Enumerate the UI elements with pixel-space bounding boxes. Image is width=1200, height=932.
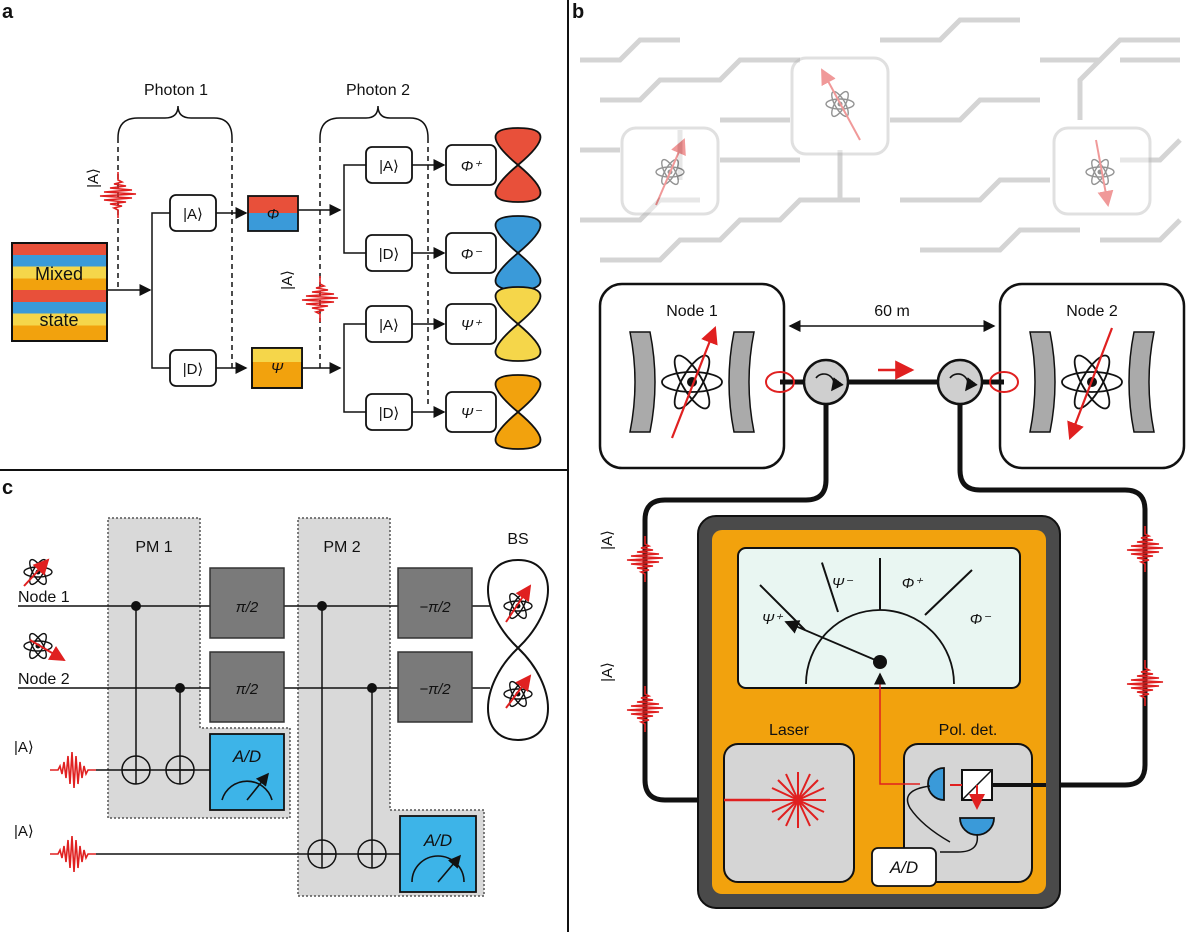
panel-a: Mixed state Photon 1 Photon 2 |A⟩ |A⟩ |A…: [11, 82, 542, 450]
lobe-phi-minus: [494, 215, 542, 291]
mixed-state-box: [11, 242, 108, 342]
phi-box-label: Φ: [267, 206, 280, 223]
faded-node-right: [1052, 126, 1152, 216]
projector-a-3-label: |A⟩: [379, 317, 399, 334]
output-phi-minus-label: Φ⁻: [461, 246, 483, 263]
circulator-2-icon: [936, 358, 984, 406]
mirror-left-icon: [1029, 331, 1056, 433]
panel-c: PM 1 PM 2 BS Node 1 Node 2 |A⟩ |A⟩ π/2: [14, 517, 549, 897]
fiber-ket-label-2: |A⟩: [599, 662, 616, 682]
projector-d-1-label: |D⟩: [183, 361, 204, 378]
node-1-label: Node 1: [666, 303, 718, 320]
output-psi-minus-label: Ψ⁻: [461, 405, 482, 422]
laser-box: [723, 743, 855, 883]
photon1-wave: [99, 171, 137, 219]
gate-pi2-2: [209, 651, 285, 723]
ad-meter-1: [209, 733, 285, 811]
ad-label: A/D: [889, 858, 918, 877]
photon1-label: Photon 1: [144, 82, 208, 99]
gate-mpi2-2: [397, 651, 473, 723]
mixed-state-label-1: Mixed: [35, 264, 83, 284]
panel-b: Node 1 Node 2 60 m: [580, 17, 1186, 909]
mirror-right-icon: [1128, 331, 1155, 433]
gate-mpi2-1-label: −π/2: [419, 599, 451, 616]
photon1-ket-label: |A⟩: [85, 168, 102, 188]
distance-label: 60 m: [874, 303, 910, 320]
output-phi-plus-label: Φ⁺: [461, 158, 483, 175]
meter-phi-minus: Φ⁻: [970, 611, 992, 628]
meter-needle: [784, 620, 881, 663]
network-background: [580, 17, 1182, 263]
node2-label-c: Node 2: [18, 671, 70, 688]
projector-a-2-label: |A⟩: [379, 158, 399, 175]
projector-a-1-label: |A⟩: [183, 206, 203, 223]
node-2-label: Node 2: [1066, 303, 1118, 320]
lobe-psi-minus: [494, 374, 542, 450]
input2-ket-label: |A⟩: [14, 823, 34, 840]
bs-label: BS: [507, 531, 528, 548]
node-1: Node 1: [598, 282, 786, 470]
output-psi-minus: Ψ⁻: [445, 374, 542, 450]
fiber-right: [957, 404, 1148, 788]
faded-node-top: [790, 56, 890, 156]
pol-det-label: Pol. det.: [939, 722, 998, 739]
detector-2-icon: [959, 817, 995, 836]
panel-label-b: b: [572, 1, 584, 23]
projector-d-3-label: |D⟩: [379, 405, 400, 422]
panel-label-a: a: [2, 1, 14, 23]
node-2: Node 2: [998, 282, 1186, 470]
phi-box: [247, 195, 299, 232]
laser-burst-icon: [770, 772, 826, 828]
measurement-station: Ψ⁻ Φ⁺ Ψ⁺ Φ⁻ Laser Pol. det.: [697, 515, 1061, 909]
ad-box: [871, 847, 937, 887]
panel-label-c: c: [2, 477, 13, 499]
output-psi-plus: Ψ⁺: [445, 286, 542, 362]
bell-meter: [737, 547, 1021, 689]
meter-psi-minus: Ψ⁻: [832, 575, 853, 592]
output-phi-plus: Φ⁺: [445, 127, 542, 203]
photon2-wave: [301, 275, 339, 323]
photon2-brace: [319, 105, 429, 139]
meter-psi-plus: Ψ⁺: [762, 611, 783, 628]
projector-d-2-label: |D⟩: [379, 246, 400, 263]
gate-pi2-1: [209, 567, 285, 639]
gate-pi2-1-label: π/2: [236, 599, 259, 616]
pm1-label: PM 1: [135, 539, 172, 556]
lobe-phi-plus: [494, 127, 542, 203]
ad-meter-1-label: A/D: [232, 747, 261, 766]
pm2-region: [297, 517, 485, 897]
fiber-ket-label-1: |A⟩: [599, 530, 616, 550]
node1-label-c: Node 1: [18, 589, 70, 606]
photon2-label: Photon 2: [346, 82, 410, 99]
faded-node-left: [620, 126, 720, 216]
circulator-1-icon: [802, 358, 850, 406]
ad-meter-2-label: A/D: [423, 831, 452, 850]
gate-pi2-2-label: π/2: [236, 681, 259, 698]
mirror-left-icon: [629, 331, 656, 433]
pm2-label: PM 2: [323, 539, 360, 556]
psi-box-label: Ψ: [271, 360, 284, 377]
gate-mpi2-2-label: −π/2: [419, 681, 451, 698]
photon2-ket-label: |A⟩: [279, 270, 296, 290]
photon1-brace: [117, 105, 233, 139]
input1-ket-label: |A⟩: [14, 739, 34, 756]
fiber-left: [642, 404, 829, 803]
output-phi-minus: Φ⁻: [445, 215, 542, 291]
gate-mpi2-1: [397, 567, 473, 639]
output-psi-plus-label: Ψ⁺: [461, 317, 482, 334]
laser-label: Laser: [769, 722, 810, 739]
mixed-state-label-2: state: [39, 310, 78, 330]
bs-figure-eight: [487, 558, 549, 742]
meter-phi-plus: Φ⁺: [902, 575, 924, 592]
mirror-right-icon: [728, 331, 755, 433]
lobe-psi-plus: [494, 286, 542, 362]
